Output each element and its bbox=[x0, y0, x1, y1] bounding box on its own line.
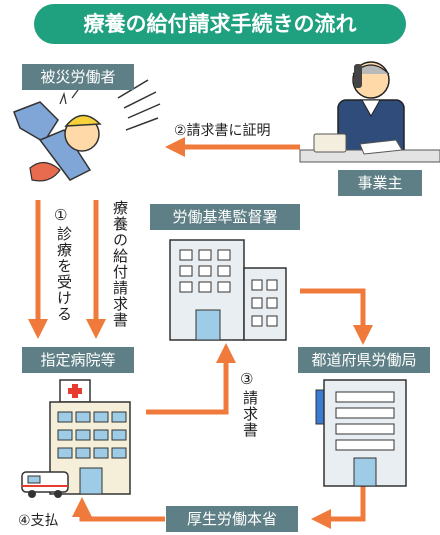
employer-illustration bbox=[299, 61, 440, 163]
node-hospital: 指定病院等 bbox=[22, 347, 134, 373]
arrow-prefecture-to-ministry bbox=[310, 485, 366, 529]
falling-worker-illustration bbox=[13, 79, 161, 182]
prefecture-building-illustration bbox=[315, 379, 407, 487]
bureau-building-illustration bbox=[169, 239, 287, 341]
step3-label: 請求書 bbox=[241, 390, 259, 438]
node-ministry: 厚生労働本省 bbox=[166, 506, 298, 532]
arrow-bureau-to-prefecture bbox=[300, 288, 373, 346]
node-victim: 被災労働者 bbox=[22, 64, 134, 90]
step4-label: ④支払 bbox=[18, 513, 59, 529]
node-employer: 事業主 bbox=[338, 170, 422, 196]
arrow-submit-claim bbox=[146, 342, 236, 415]
diagram-title: 療養の給付請求手続きの流れ bbox=[34, 4, 406, 44]
claim-form-label: 療養の給付請求書 bbox=[111, 200, 129, 328]
step2-label: ②請求書に証明 bbox=[174, 123, 271, 139]
step1-label: 診療を受ける bbox=[55, 226, 73, 322]
node-prefecture: 都道府県労働局 bbox=[298, 347, 430, 373]
arrow-payment bbox=[72, 496, 165, 522]
step1-number: ① bbox=[54, 206, 68, 224]
hospital-building-illustration bbox=[21, 379, 131, 498]
node-bureau: 労働基準監督署 bbox=[150, 204, 300, 230]
step3-number: ③ bbox=[240, 370, 254, 388]
